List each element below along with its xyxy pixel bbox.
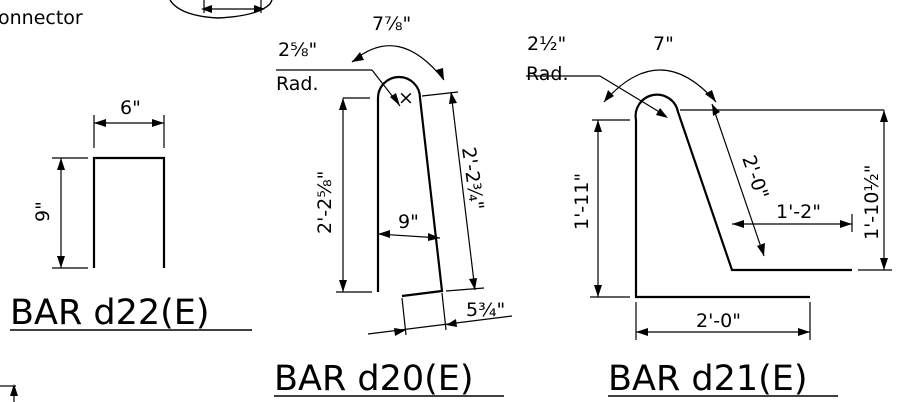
bar-d20-title: BAR d20(E) xyxy=(274,359,474,399)
bar-d20-inner-width-label: 9" xyxy=(398,211,419,233)
bar-d22-shape xyxy=(92,156,166,268)
partial-circle-detail xyxy=(169,0,273,19)
bar-d21-top-arc-label: 7" xyxy=(653,33,674,55)
bar-d20-radius-note: Rad. xyxy=(276,73,319,95)
bar-d21-left-height-label: 1'-11" xyxy=(571,173,593,230)
bar-d22-width-label: 6" xyxy=(120,97,141,119)
bar-d20-center-mark: × xyxy=(398,87,414,109)
bar-d21: 2½" Rad. 7" 1'-11" 2'-0" 1'-2" 1'-10½" xyxy=(526,33,892,399)
bar-d20: 2⅝" Rad. × 7⅞" 2'-2⅝" 2'-2¾" 9" 5¾" xyxy=(274,13,513,399)
bar-d21-shape xyxy=(634,93,852,299)
bar-d20-top-arc-label: 7⅞" xyxy=(372,13,411,35)
bar-d22-title: BAR d22(E) xyxy=(10,293,210,333)
partial-arrow-bottom-left xyxy=(0,384,18,402)
connector-label-partial: onnector xyxy=(0,7,83,29)
bar-d20-left-height-label: 2'-2⅝" xyxy=(314,171,336,234)
bar-d20-right-slope-label: 2'-2¾" xyxy=(457,146,488,212)
bar-d20-radius-label: 2⅝" xyxy=(278,39,317,61)
bar-d20-bottom-leg-label: 5¾" xyxy=(466,299,505,321)
bar-d20-shape xyxy=(376,75,444,298)
bar-d21-radius-note: Rad. xyxy=(526,63,569,85)
bar-d22: 6" 9" BAR d22(E) xyxy=(10,97,252,333)
bar-d21-right-height-label: 1'-10½" xyxy=(861,165,883,241)
bar-d21-bottom-width-label: 2'-0" xyxy=(696,310,741,332)
bar-d21-inner-leg-label: 1'-2" xyxy=(776,201,821,223)
bar-d21-title: BAR d21(E) xyxy=(608,359,808,399)
bar-d22-height-label: 9" xyxy=(32,201,54,222)
bar-d21-radius-label: 2½" xyxy=(527,33,566,55)
